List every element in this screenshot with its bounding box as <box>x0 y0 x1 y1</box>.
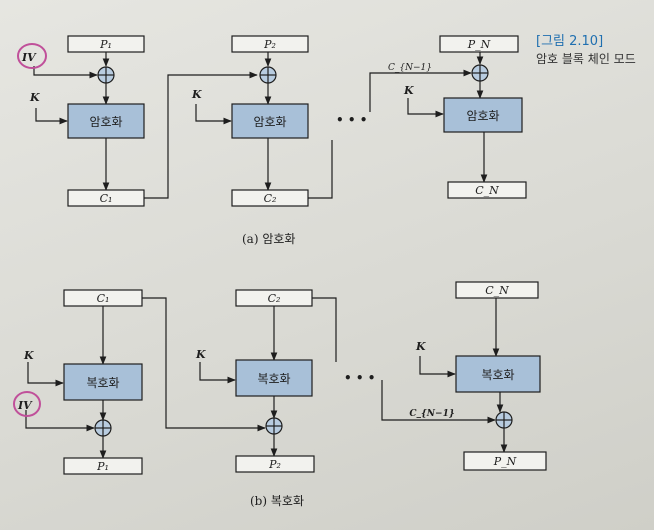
enc-p2-label: P₂ <box>263 38 276 51</box>
enc-block-1-label: 암호화 <box>89 115 122 129</box>
dec-block-2 <box>235 359 313 397</box>
enc-p1-label: P₁ <box>99 38 112 51</box>
enc-block-n-label: 암호화 <box>466 109 499 123</box>
figure-title: 암호 블록 체인 모드 <box>536 52 636 66</box>
figure-number: [그림 2.10] <box>536 34 604 49</box>
enc-block-2-label: 암호화 <box>253 115 286 129</box>
enc-block-2 <box>231 103 309 139</box>
dec-iv-highlight <box>13 391 41 417</box>
enc-key-label-n: K <box>403 84 414 97</box>
enc-pn-label: P_N <box>467 38 491 51</box>
enc-ellipsis: • • • <box>336 113 367 127</box>
dec-c2-label: C₂ <box>268 292 281 305</box>
dec-caption: (b) 복호화 <box>250 494 304 508</box>
enc-cn-label: C_N <box>475 184 499 197</box>
dec-p2-label: P₂ <box>268 458 281 471</box>
dec-block-n <box>455 355 541 393</box>
dec-chain-label: C_{N−1} <box>409 409 454 419</box>
enc-iv-label: IV <box>21 51 37 64</box>
dec-c1-label: C₁ <box>97 292 110 305</box>
dec-iv-label: IV <box>17 399 33 412</box>
enc-c1-label: C₁ <box>100 192 113 205</box>
enc-block-n <box>443 97 523 133</box>
dec-p1-box <box>63 457 143 475</box>
dec-key-label-n: K <box>415 340 426 353</box>
dec-key-label-1: K <box>23 349 34 362</box>
dec-block-1 <box>63 363 143 401</box>
enc-iv-highlight <box>17 43 47 69</box>
enc-chain-label: C_{N−1} <box>388 63 432 73</box>
dec-block-1-label: 복호화 <box>86 376 119 390</box>
dec-p1-label: P₁ <box>96 460 109 473</box>
dec-pn-box <box>463 451 547 471</box>
enc-cn-box <box>447 181 527 199</box>
enc-p2-box <box>231 35 309 53</box>
dec-cn-label: C_N <box>485 284 509 297</box>
enc-key-label-1: K <box>29 91 40 104</box>
dec-block-n-label: 복호화 <box>481 368 514 382</box>
enc-pn-box <box>439 35 519 53</box>
dec-p2-box <box>235 455 315 473</box>
enc-caption: (a) 암호화 <box>242 232 296 246</box>
dec-block-2-label: 복호화 <box>257 372 290 386</box>
enc-c2-label: C₂ <box>264 192 277 205</box>
enc-key-label-2: K <box>191 88 202 101</box>
dec-ellipsis: • • • <box>344 371 375 385</box>
dec-key-label-2: K <box>195 348 206 361</box>
dec-cn-box <box>455 281 539 299</box>
dec-pn-label: P_N <box>493 455 517 468</box>
